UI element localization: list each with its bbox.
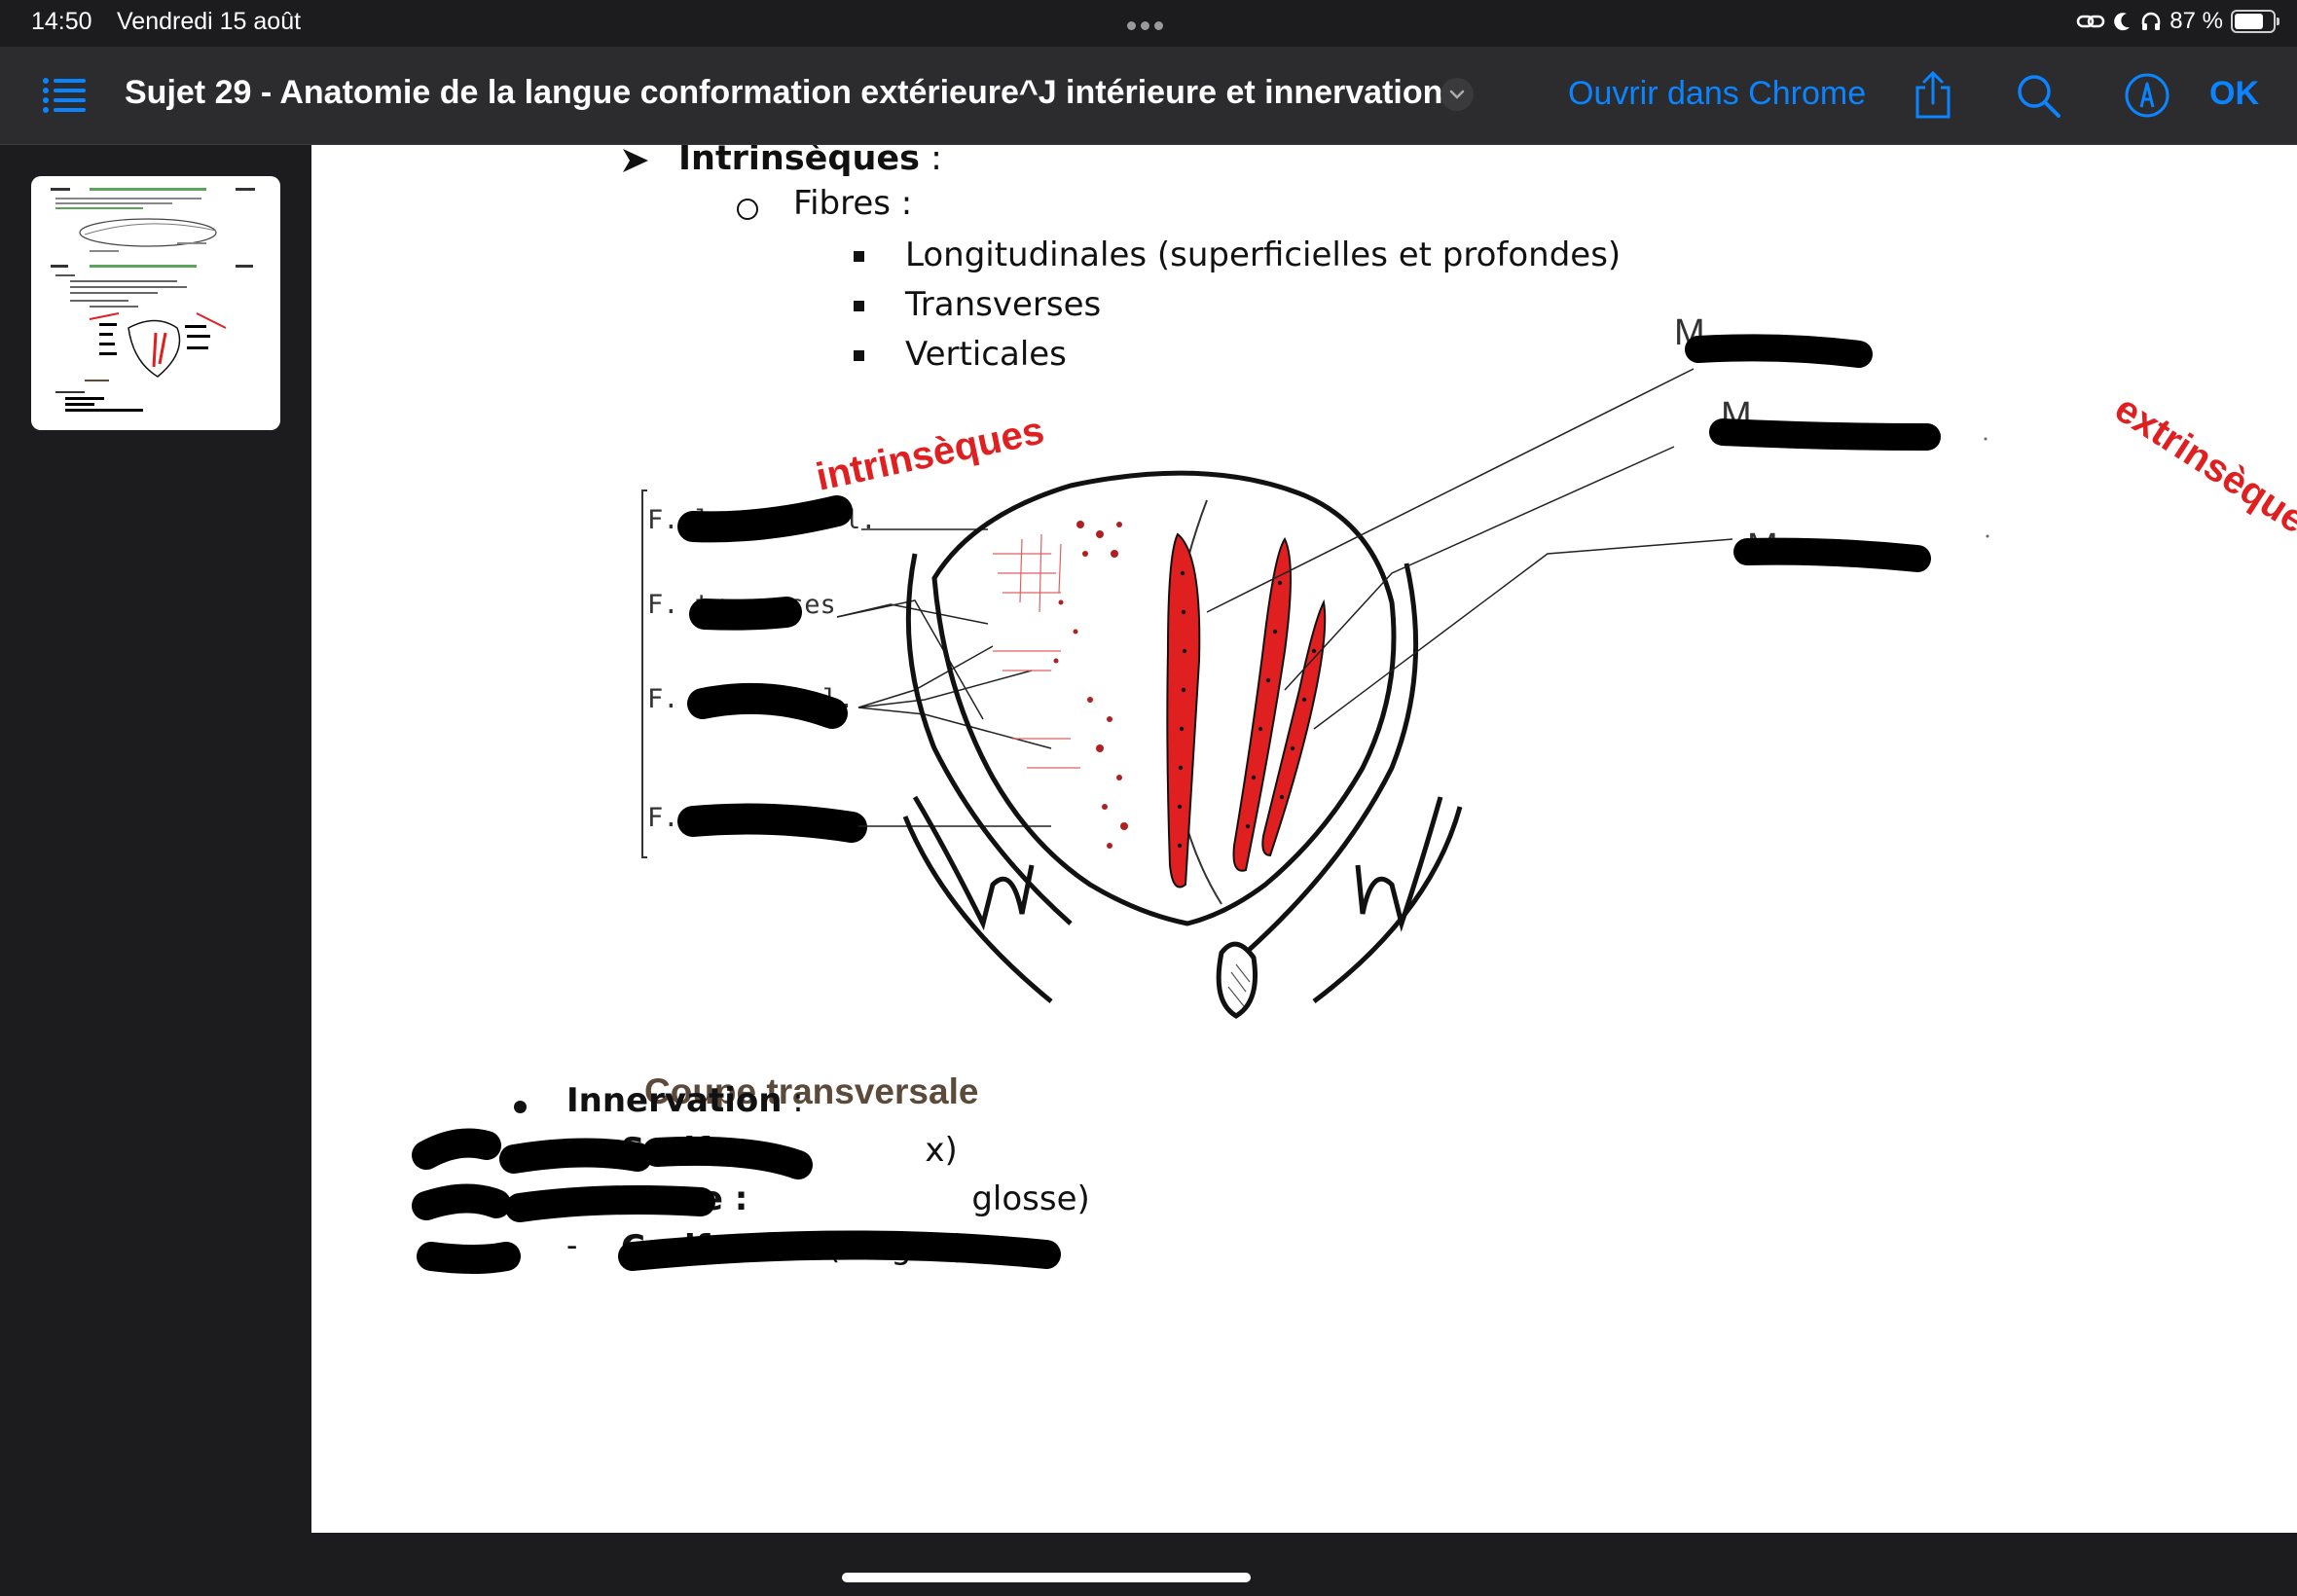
multitasking-dots-icon[interactable] <box>1127 18 1170 30</box>
page-thumbnail-sidebar <box>0 145 311 1596</box>
share-icon[interactable] <box>1908 70 1958 121</box>
outline-list-icon[interactable] <box>41 76 88 115</box>
open-in-chrome-button[interactable]: Ouvrir dans Chrome <box>1568 75 1867 112</box>
chevron-down-icon[interactable] <box>1440 78 1474 111</box>
fibre-item: Verticales <box>905 335 1067 374</box>
document-toolbar: Sujet 29 - Anatomie de la langue conform… <box>0 47 2297 145</box>
moon-icon <box>2114 13 2131 31</box>
arrow-bullet-icon <box>623 149 648 172</box>
fibre-item: Longitudinales (superficielles et profon… <box>905 236 1622 274</box>
heading-intrinseques: Intrinsèques : <box>678 145 942 178</box>
fibres-label: Fibres : <box>793 184 913 223</box>
ok-button[interactable]: OK <box>2209 75 2259 112</box>
search-icon[interactable] <box>2013 70 2063 121</box>
page-thumbnail-2[interactable] <box>31 255 280 430</box>
status-time: 14:50 <box>31 8 92 35</box>
link-icon <box>2077 15 2105 28</box>
circle-bullet-icon <box>737 199 758 220</box>
home-indicator[interactable] <box>842 1573 1251 1582</box>
battery-icon <box>2231 10 2279 33</box>
markup-pen-icon[interactable] <box>2122 70 2172 121</box>
square-bullet-icon <box>854 251 864 262</box>
battery-percent: 87 % <box>2169 8 2223 34</box>
diagram-caption: Coupe transversale <box>644 1071 978 1111</box>
status-right: 87 % <box>2076 8 2279 35</box>
left-label: F. <box>647 803 679 833</box>
round-bullet-icon <box>514 1101 527 1113</box>
tongue-cross-section-diagram: intrinsèques extrinsèque F. l F. tr F. p… <box>641 312 2297 1111</box>
document-title[interactable]: Sujet 29 - Anatomie de la langue conform… <box>125 74 1443 111</box>
dash-bullet: - <box>566 1227 578 1264</box>
innervation-heading: Innervation : <box>566 1081 804 1120</box>
headphones-icon <box>2142 12 2161 30</box>
square-bullet-icon <box>854 350 864 361</box>
status-bar: 14:50 Vendredi 15 août 87 % <box>0 0 2297 47</box>
square-bullet-icon <box>854 301 864 311</box>
redaction-marks <box>412 1128 1061 1274</box>
status-date: Vendredi 15 août <box>117 8 302 35</box>
document-page: Intrinsèques : Fibres : Longitudinales (… <box>311 145 2297 1533</box>
fibre-item: Transverses <box>905 285 1102 324</box>
